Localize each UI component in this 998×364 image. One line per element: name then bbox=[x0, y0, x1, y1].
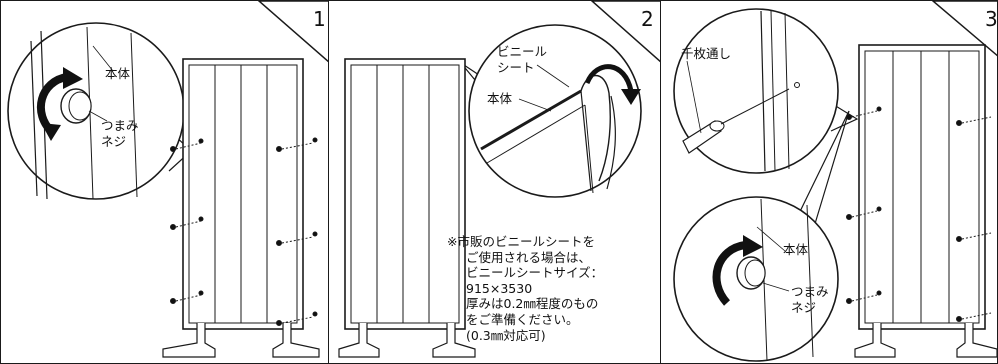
awl-label: 千枚通し bbox=[681, 46, 732, 61]
note-line: ビニールシートサイズ： bbox=[466, 265, 604, 281]
body-label: 本体 bbox=[783, 242, 809, 257]
step-3-illustration bbox=[673, 1, 997, 362]
note-line: ご使用される場合は、 bbox=[466, 249, 592, 265]
note-line: ※市販のビニールシートを bbox=[447, 234, 595, 249]
note-line: をご準備ください。 bbox=[466, 311, 579, 327]
knob-screw-label-line2: ネジ bbox=[791, 300, 817, 315]
zoom-circle-awl bbox=[673, 8, 839, 174]
step-2-illustration bbox=[338, 1, 660, 358]
step-1-illustration bbox=[7, 1, 328, 358]
step-number: 3 bbox=[985, 7, 998, 31]
step-number: 1 bbox=[313, 7, 326, 31]
step-number: 2 bbox=[641, 7, 654, 31]
vinyl-sheet-label-line2: シート bbox=[497, 60, 535, 75]
vinyl-sheet-note: ※市販のビニールシートを ご使用される場合は、 ビニールシートサイズ： 915×… bbox=[447, 234, 603, 343]
step-2-panel: 2 ビニール シート 本体 ※市販のビニールシートを ご使用される場合は、 ビニ… bbox=[328, 0, 661, 364]
step-1-panel: 1 本体 つまみ ネジ bbox=[0, 0, 329, 364]
knob-screw-label-line1: つまみ bbox=[101, 118, 139, 133]
note-line: 厚みは0.2㎜程度のもの bbox=[466, 296, 599, 312]
note-line: 915×3530 bbox=[466, 280, 533, 296]
step-3-panel: 3 千枚通し 本体 つまみ ネジ bbox=[660, 0, 998, 364]
knob-screw-label-line2: ネジ bbox=[101, 134, 127, 149]
vinyl-sheet-label-line1: ビニール bbox=[497, 44, 548, 59]
note-line: (0.3㎜対応可) bbox=[466, 327, 546, 343]
knob-screw-label-line1: つまみ bbox=[791, 284, 829, 299]
body-label: 本体 bbox=[105, 66, 131, 81]
body-label: 本体 bbox=[487, 91, 513, 106]
zoom-circle bbox=[468, 24, 642, 198]
